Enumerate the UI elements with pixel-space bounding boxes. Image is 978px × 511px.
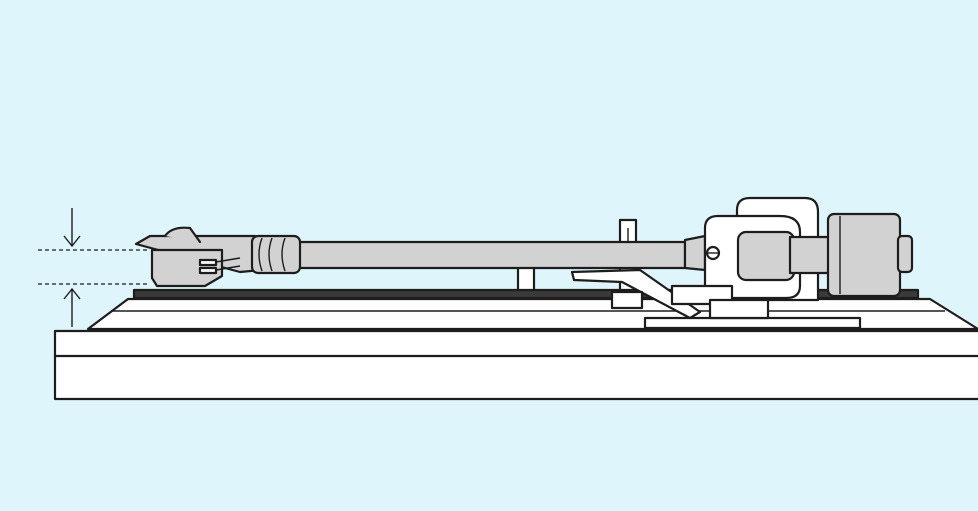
pivot-housing	[670, 196, 832, 320]
height-indicator	[38, 208, 150, 327]
arrow-up-icon	[63, 287, 81, 327]
base-plate	[643, 316, 862, 330]
arrow-down-icon	[63, 208, 81, 248]
headshell	[134, 226, 302, 288]
plinth	[53, 329, 978, 401]
counterweight	[826, 212, 914, 298]
tonearm-tube	[288, 240, 687, 270]
arm-collar	[250, 234, 302, 275]
lift-lever	[570, 268, 702, 320]
